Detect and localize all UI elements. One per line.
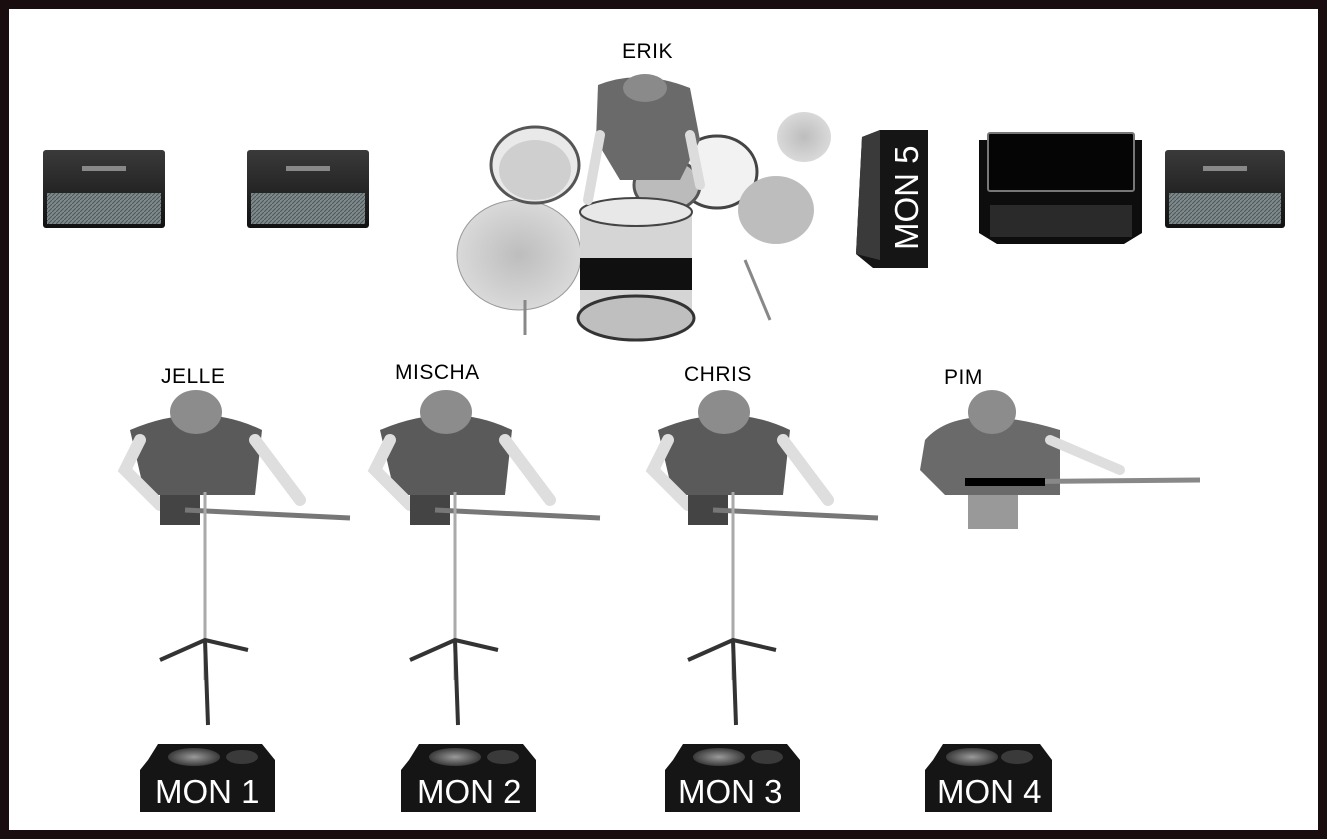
drummer-name: ERIK xyxy=(622,40,674,63)
monitor-2: MON 2 xyxy=(401,744,536,812)
musician-4-name: PIM xyxy=(944,366,983,389)
monitor-4: MON 4 xyxy=(925,744,1052,812)
musician-1-figure xyxy=(117,390,351,726)
monitor-4-label: MON 4 xyxy=(937,773,1042,810)
guitar-amp-3 xyxy=(1165,150,1285,228)
bass-amp xyxy=(979,132,1142,244)
guitar-amp-1 xyxy=(43,150,165,228)
musician-2-name: MISCHA xyxy=(395,361,480,384)
guitar-amp-2 xyxy=(247,150,369,228)
musician-1-name: JELLE xyxy=(161,365,226,388)
musician-3-name: CHRIS xyxy=(684,363,752,386)
monitor-1-label: MON 1 xyxy=(155,773,260,810)
monitor-3-label: MON 3 xyxy=(678,773,783,810)
monitor-5-label: MON 5 xyxy=(888,145,925,250)
monitor-5: MON 5 xyxy=(856,130,928,268)
monitor-1: MON 1 xyxy=(140,744,275,812)
monitor-3: MON 3 xyxy=(665,744,800,812)
musician-4-figure xyxy=(920,390,1201,529)
musician-2-figure xyxy=(367,390,601,726)
musician-3-figure xyxy=(645,390,879,726)
drummer-figure xyxy=(583,74,705,205)
monitor-2-label: MON 2 xyxy=(417,773,522,810)
